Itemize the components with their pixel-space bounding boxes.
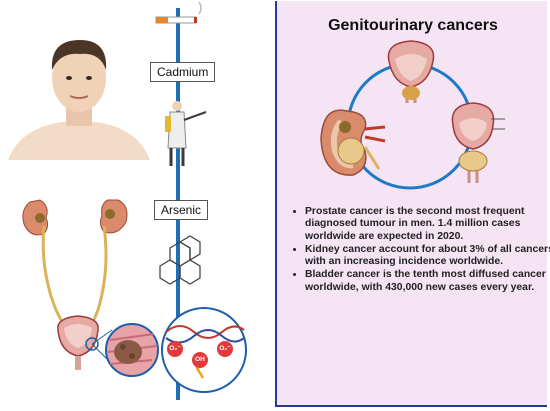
organ-cycle-diagram	[320, 40, 505, 190]
cadmium-label: Cadmium	[150, 62, 216, 82]
arsenic-label: Arsenic	[154, 200, 209, 220]
prostate-icon	[451, 102, 505, 183]
urinary-system-icon	[22, 199, 128, 370]
exposure-illustration	[8, 1, 247, 393]
panel-title: Genitourinary cancers	[328, 17, 498, 34]
kidney-fact: Kidney cancer account for about 3% of al…	[305, 244, 550, 269]
ros-bubble-o2-left: O₂⁻	[167, 341, 183, 357]
man-portrait-icon	[8, 40, 150, 160]
bladder-fact: Bladder cancer is the tenth most diffuse…	[305, 269, 550, 294]
bladder-icon	[387, 40, 435, 103]
pesticide-sprayer-icon	[165, 101, 207, 166]
kidney-icon	[320, 109, 386, 176]
dna-damage-zoom	[161, 307, 247, 393]
ros-bubble-o2-right: O₂⁻	[217, 341, 233, 357]
ros-bubble-oh: OH	[192, 352, 208, 368]
cancer-facts-list: Prostate cancer is the second most frequ…	[291, 206, 550, 295]
hydrocarbon-molecule-icon	[159, 235, 201, 285]
cigarette-icon	[155, 1, 202, 24]
info-panel: Genitourinary cancers	[275, 1, 550, 407]
tumor-tissue-zoom	[105, 323, 159, 377]
prostate-fact: Prostate cancer is the second most frequ…	[305, 206, 550, 243]
